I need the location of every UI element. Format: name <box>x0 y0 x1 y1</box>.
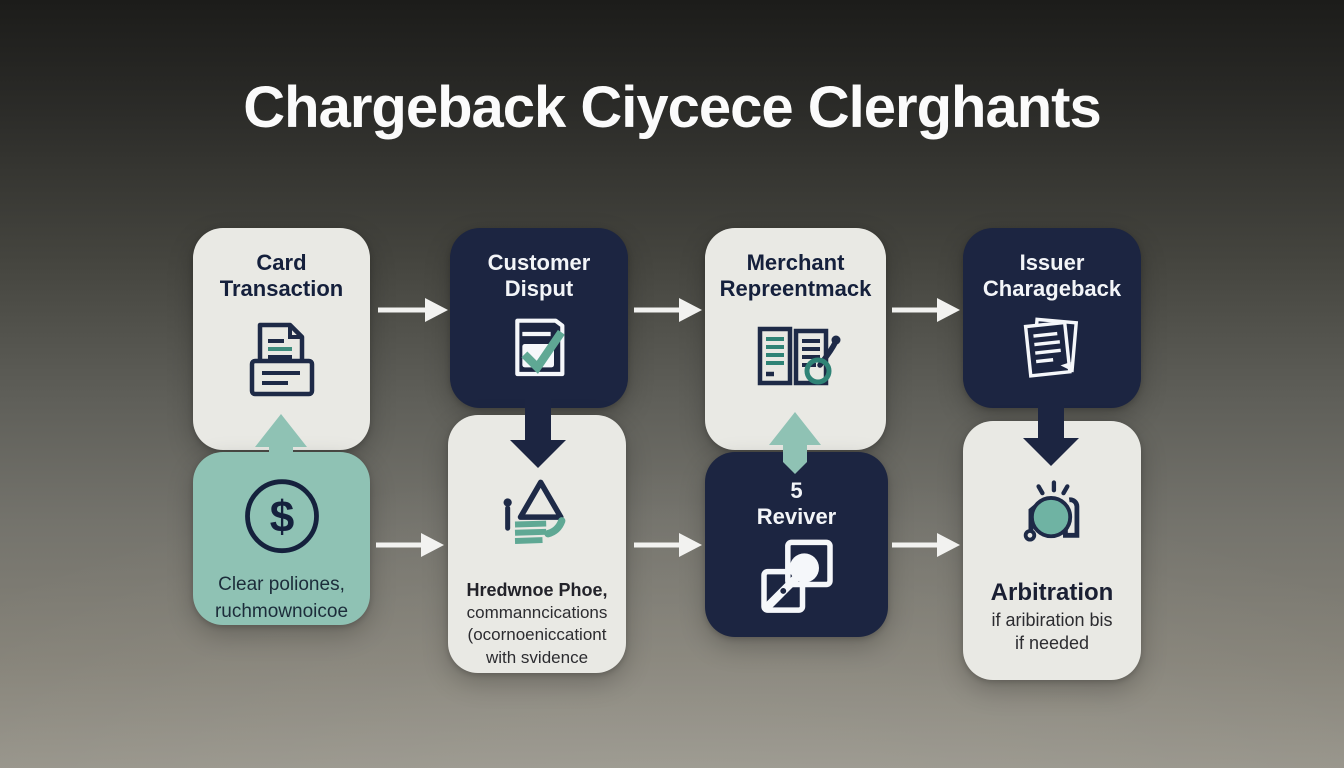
node-issuer-chargeback: Issuer Charageback <box>963 228 1141 408</box>
arrow-right-icon <box>634 533 702 557</box>
node-clear-policies: $ Clear poliones, ruchmownoicoe <box>193 452 370 625</box>
arrow-right-icon <box>378 298 448 322</box>
node-body-heading: Hredwnoe Phoe, <box>466 580 608 600</box>
page-title: Chargeback Ciycece Clerghants <box>243 75 1101 140</box>
node-customer-dispute: Customer Disput <box>450 228 628 408</box>
arrow-right-icon <box>892 298 960 322</box>
node-title: Customer Disput <box>487 250 591 302</box>
magnifier-photos-icon <box>753 535 841 623</box>
dollar-circle-icon: $ <box>236 474 328 566</box>
stacked-documents-icon <box>1011 309 1093 391</box>
node-title: Issuer Charageback <box>982 250 1122 302</box>
node-review: 5 Reviver <box>705 452 888 637</box>
node-merchant-representment: Merchant Repreentmack <box>705 228 886 450</box>
node-body-text: commanncications (ocornoeniccationt with… <box>466 603 608 667</box>
document-checkmark-icon <box>499 309 579 389</box>
warning-checklist-hand-icon <box>493 475 581 563</box>
node-body-text: if aribiration bis if needed <box>991 610 1113 654</box>
arbitration-gavel-icon <box>1006 473 1098 565</box>
arrow-right-icon <box>376 533 444 557</box>
node-body-heading: Arbitration <box>990 579 1114 606</box>
node-card-transaction: Card Transaction <box>193 228 370 450</box>
node-arbitration: Arbitration if aribiration bis if needed <box>963 421 1141 680</box>
arrow-right-icon <box>634 298 702 322</box>
node-evidence-phase: Hredwnoe Phoe, commanncications (ocornoe… <box>448 415 626 673</box>
documents-magnifier-icon <box>748 313 844 409</box>
receipt-document-icon <box>234 313 330 409</box>
node-body-text: Clear poliones, ruchmownoicoe <box>214 574 349 622</box>
svg-text:$: $ <box>269 493 294 542</box>
arrow-right-icon <box>892 533 960 557</box>
node-title: 5 Reviver <box>756 478 837 530</box>
node-title: Card Transaction <box>219 250 344 302</box>
node-title: Merchant Repreentmack <box>719 250 872 302</box>
